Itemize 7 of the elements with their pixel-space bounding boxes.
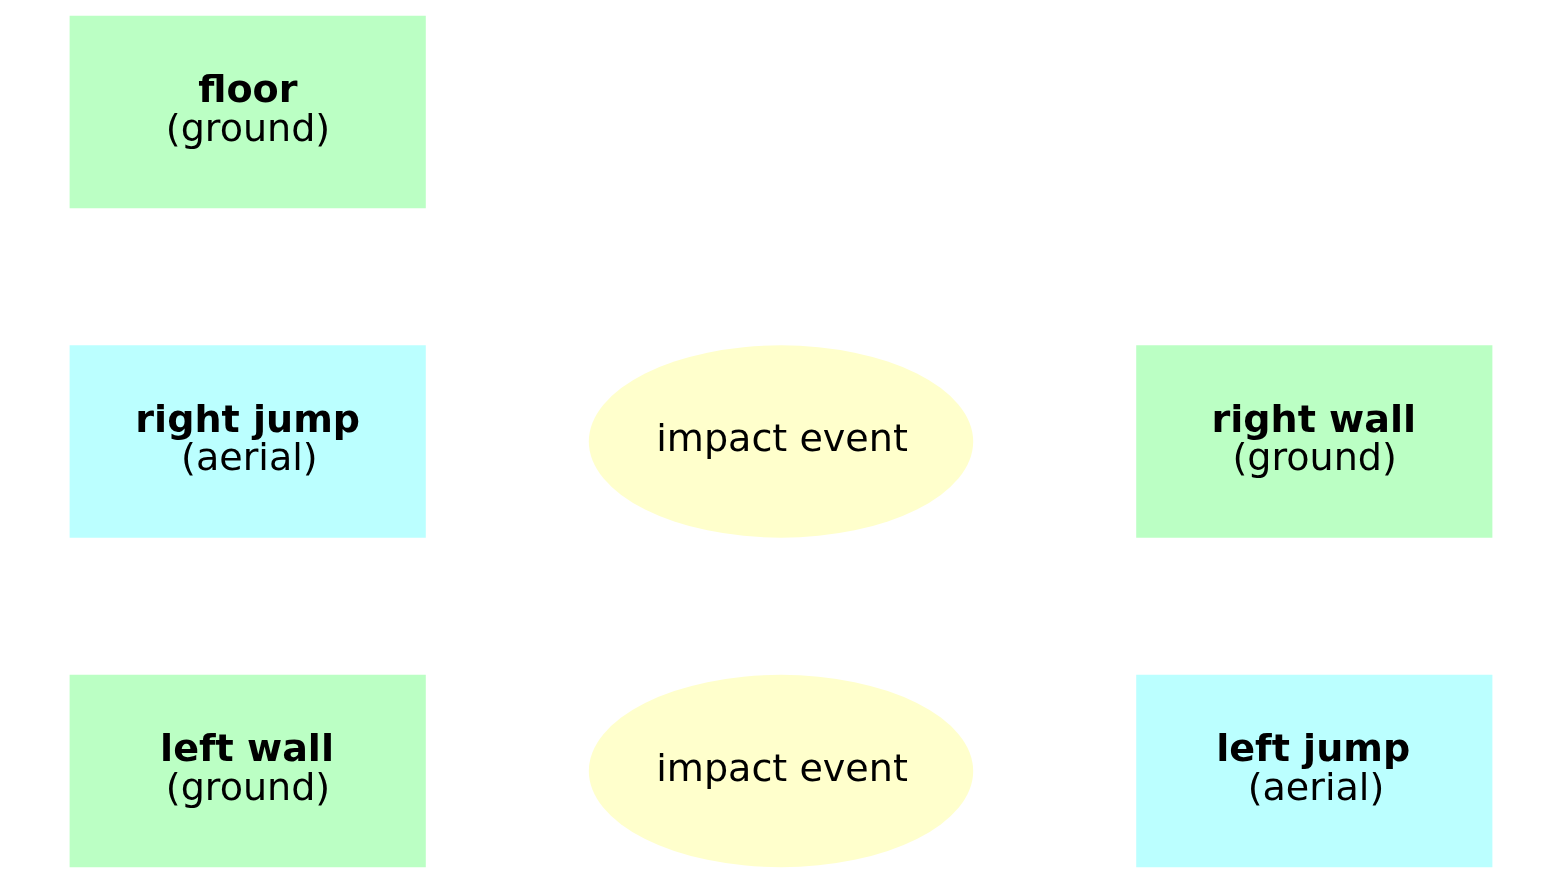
node-box: left wall (ground) [69,674,426,868]
node-box: floor (ground) [69,15,426,209]
node-ellipse: impact event [588,674,974,868]
node-ellipse: impact event [588,345,974,538]
node-box: left jump (aerial) [1136,674,1493,868]
node-box: right jump (aerial) [69,345,426,538]
node-box: right wall (ground) [1136,345,1493,538]
